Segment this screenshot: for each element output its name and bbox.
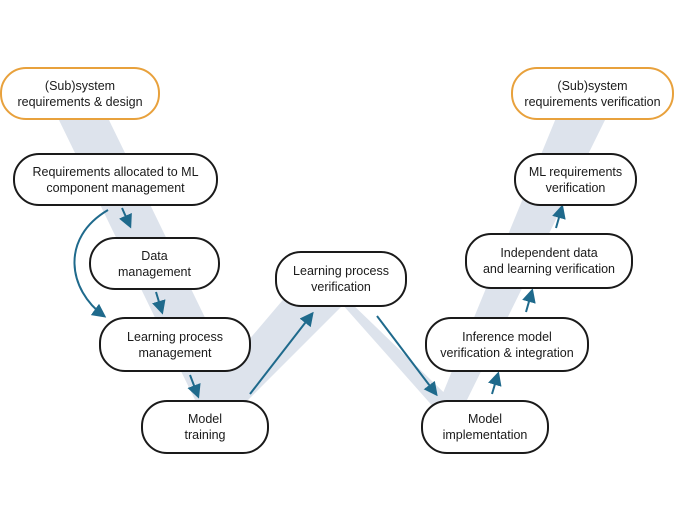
arrow-req-to-data <box>119 207 132 229</box>
node-line-1: Independent data <box>500 246 598 260</box>
node-line-2: management <box>138 345 212 360</box>
flow-arrows <box>73 204 566 399</box>
node-line-2: training <box>184 428 226 442</box>
node-line-2: verification & integration <box>440 345 574 360</box>
node-learning-process-verification: Learning process verification <box>275 251 407 307</box>
node-line-1: Inference model <box>462 329 552 344</box>
node-line-1: Requirements allocated to ML <box>32 164 199 179</box>
node-line-2: requirements verification <box>524 94 661 109</box>
arrow-req-to-learning-mgmt <box>73 209 109 318</box>
node-line-1: Model <box>187 412 223 426</box>
node-line-2: component management <box>46 180 185 195</box>
node-line-1: Data <box>141 248 168 263</box>
arrow-independent-to-mlreq <box>552 204 566 229</box>
node-learning-process-management: Learning process management <box>99 317 251 372</box>
arrow-implementation-to-inference <box>488 371 502 395</box>
node-ml-requirements-verification: ML requirements verification <box>514 153 637 206</box>
node-line-1: (Sub)system <box>557 78 628 93</box>
arrow-learning-mgmt-to-training <box>187 374 201 399</box>
node-independent-data-learning-verification: Independent data and learning verificati… <box>465 233 633 289</box>
node-subsystem-requirements-design: (Sub)system requirements & design <box>0 67 160 120</box>
node-line-1: ML requirements <box>528 164 623 179</box>
node-line-1: (Sub)system <box>44 78 116 93</box>
arrow-lpv-to-implementation <box>376 315 438 397</box>
node-line-2: management <box>118 264 191 279</box>
node-line-2: verification <box>311 280 371 294</box>
node-line-2: and learning verification <box>482 262 616 276</box>
node-line-1: Model <box>467 412 503 426</box>
node-line-2: implementation <box>442 428 528 442</box>
node-model-implementation: Model implementation <box>421 400 549 454</box>
node-line-2: requirements & design <box>17 94 143 109</box>
arrow-training-to-lpv <box>249 311 314 395</box>
node-requirements-allocated-to-ml: Requirements allocated to ML component m… <box>13 153 218 206</box>
node-model-training: Model training <box>141 400 269 454</box>
node-line-1: Learning process <box>127 329 223 344</box>
node-inference-model-verification: Inference model verification & integrati… <box>425 317 589 372</box>
node-data-management: Data management <box>89 237 220 290</box>
arrow-inference-to-independent <box>522 288 536 313</box>
node-line-2: verification <box>545 180 606 195</box>
arrow-data-to-learning-mgmt <box>152 291 166 315</box>
node-subsystem-requirements-verification: (Sub)system requirements verification <box>511 67 674 120</box>
node-line-1: Learning process <box>293 264 389 278</box>
